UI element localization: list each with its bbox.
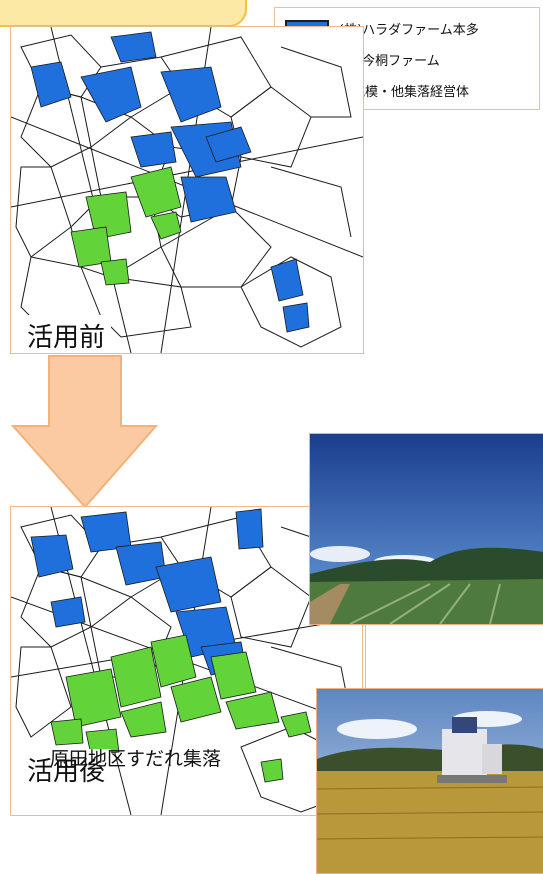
photo-green-onion-field <box>309 433 543 625</box>
connector-line <box>362 621 363 691</box>
map-title-after: 活用後 <box>21 749 112 790</box>
harvest-photo <box>317 689 543 873</box>
combine-harvester-icon <box>437 717 507 783</box>
header-tab <box>0 0 247 27</box>
map-title-before: 活用前 <box>21 315 112 353</box>
map-before: 活用前 <box>10 26 364 354</box>
legend-label: (株)ハラダファーム本多 <box>339 22 479 38</box>
legend-label: 小規模・他集落経営体 <box>339 84 470 100</box>
map-after: 活用後 <box>10 506 366 816</box>
photo-rice-harvest <box>316 688 543 874</box>
field-photo <box>310 434 543 624</box>
area-caption: 原田地区すだれ集落 <box>50 748 222 770</box>
parcel-map-after <box>11 507 365 815</box>
parcel-map-before <box>11 27 363 353</box>
legend-label: (株)今桐ファーム <box>339 53 440 69</box>
